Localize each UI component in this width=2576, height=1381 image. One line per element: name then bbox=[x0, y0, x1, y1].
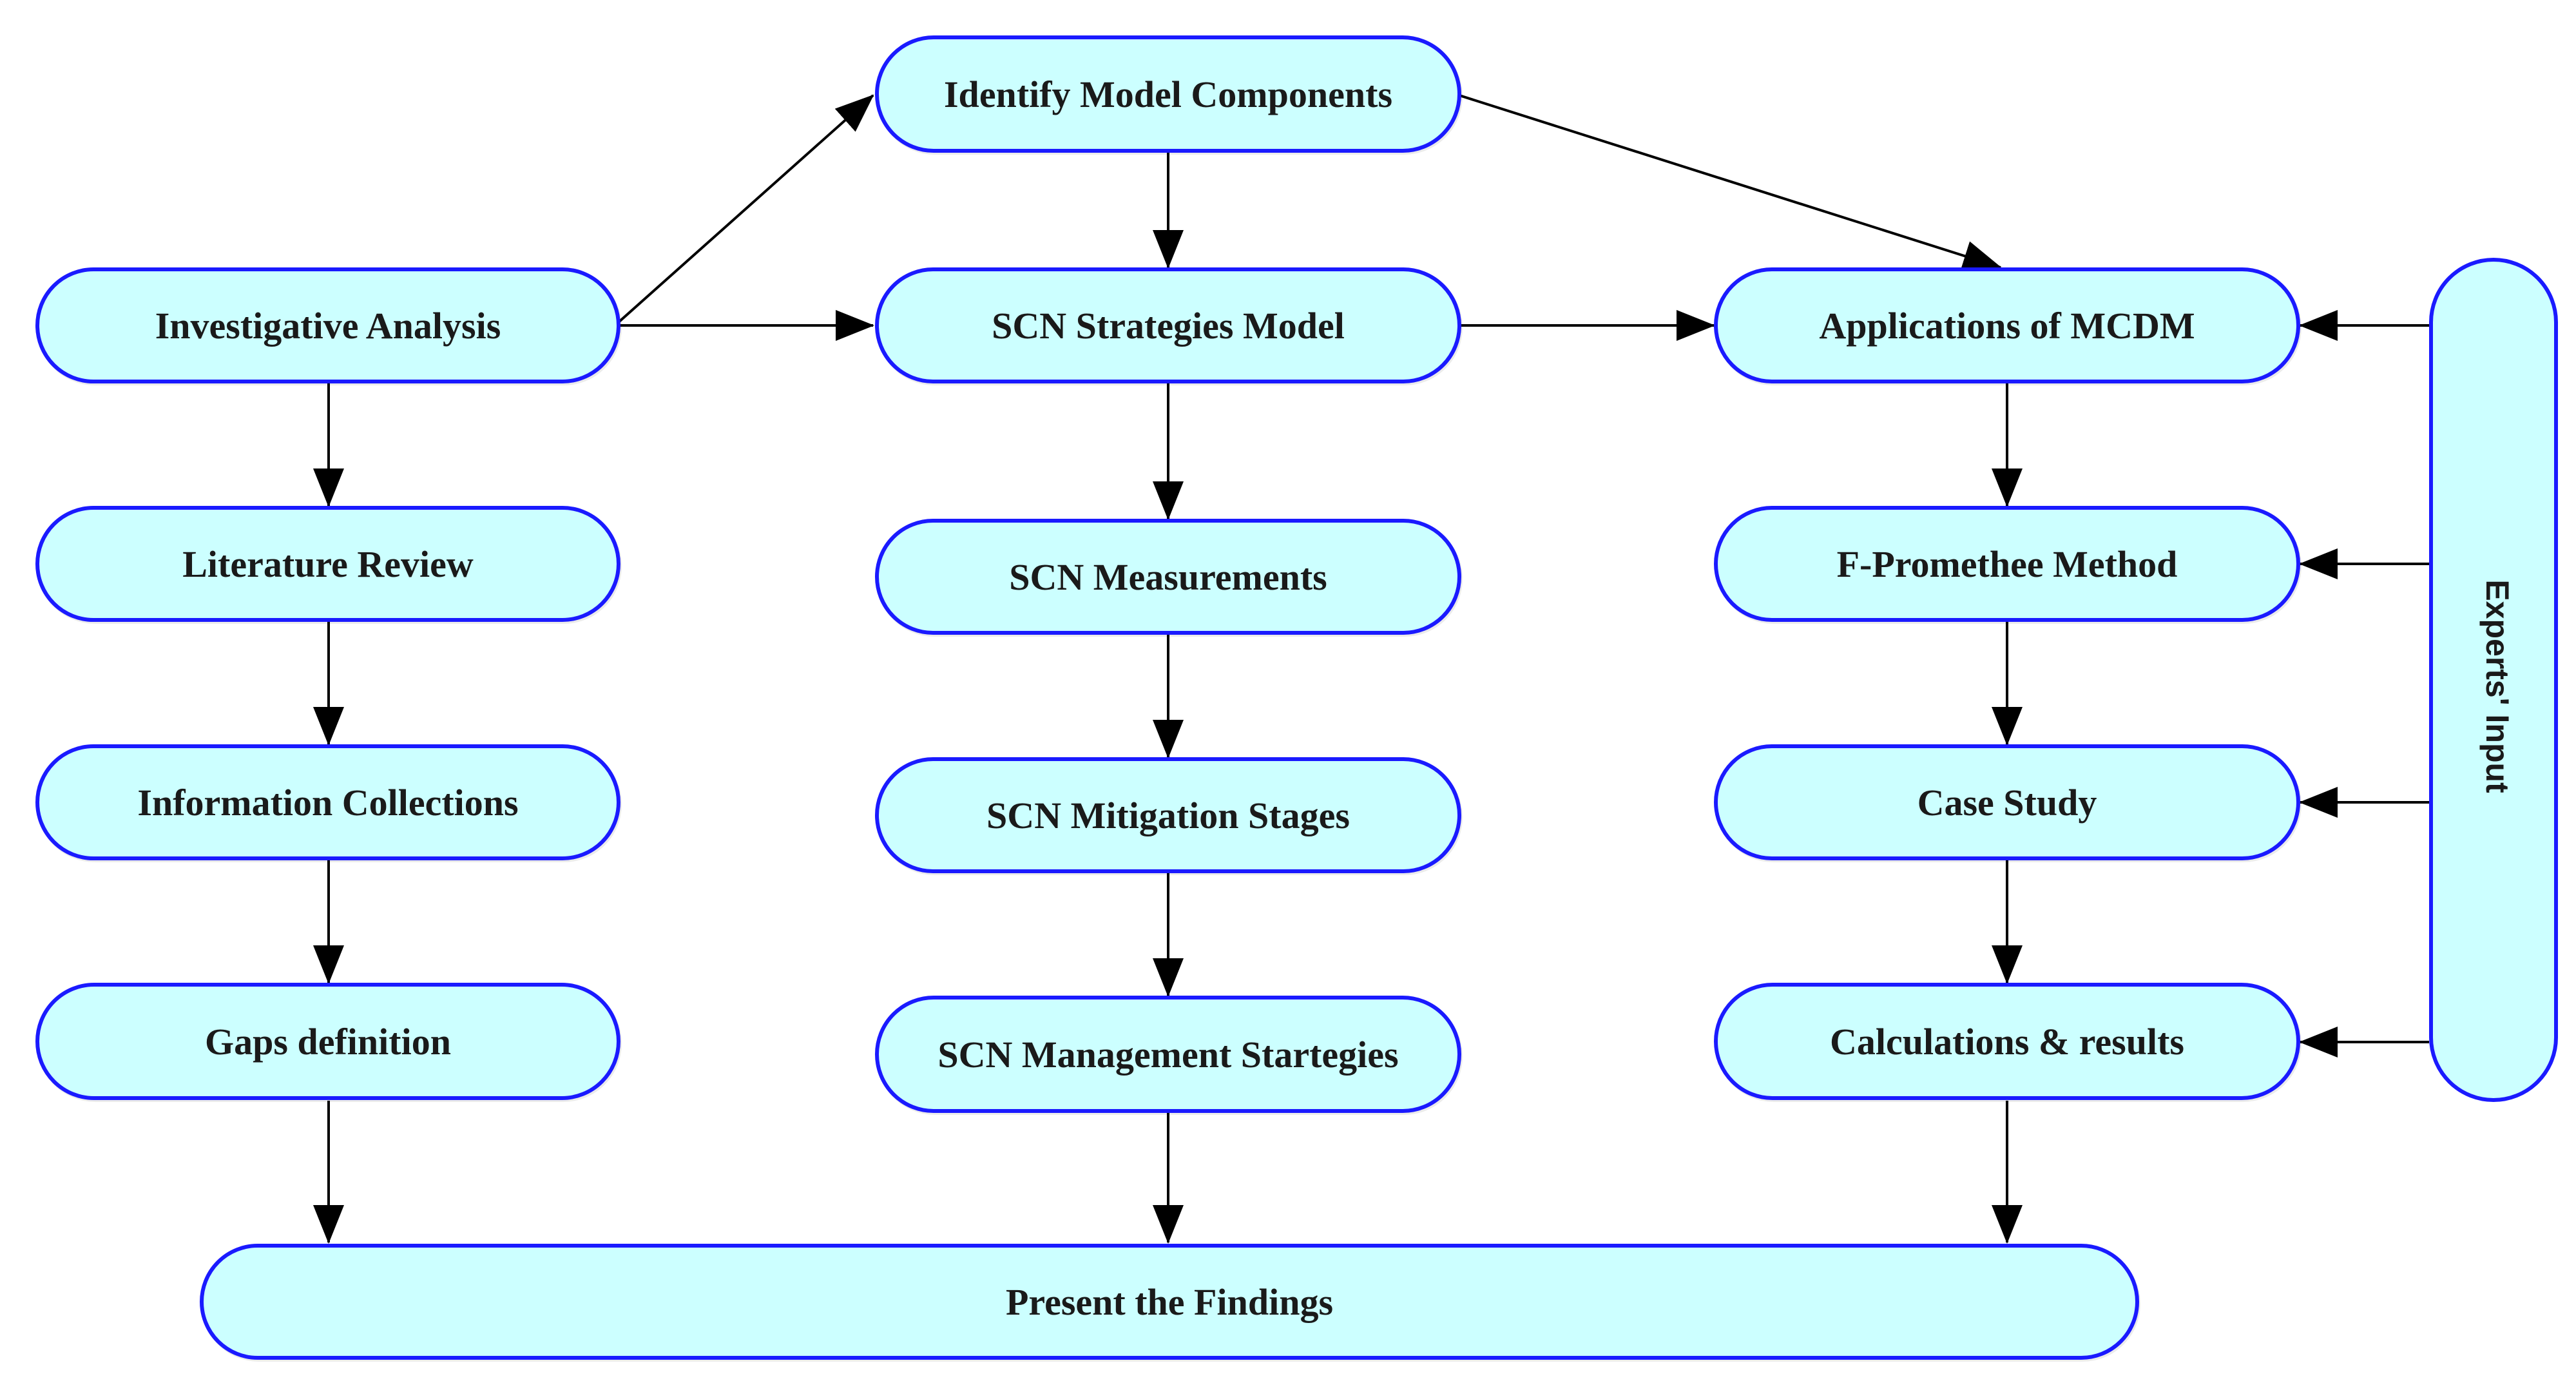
node-literature-review: Literature Review bbox=[35, 506, 620, 622]
node-calculations-results: Calculations & results bbox=[1714, 983, 2300, 1100]
arrow-investigative-to-identify bbox=[617, 94, 874, 324]
node-information-collections: Information Collections bbox=[35, 744, 620, 860]
node-scn-measurements: SCN Measurements bbox=[875, 519, 1461, 635]
node-experts-input: Experts' Input bbox=[2429, 258, 2558, 1102]
node-scn-strategies-model: SCN Strategies Model bbox=[875, 267, 1461, 383]
node-gaps-definition: Gaps definition bbox=[35, 983, 620, 1100]
node-applications-of-mcdm: Applications of MCDM bbox=[1714, 267, 2300, 383]
experts-input-label: Experts' Input bbox=[2479, 579, 2515, 793]
node-identify-model-components: Identify Model Components bbox=[875, 35, 1461, 153]
node-scn-management-startegies: SCN Management Startegies bbox=[875, 996, 1461, 1113]
node-case-study: Case Study bbox=[1714, 744, 2300, 860]
node-present-the-findings: Present the Findings bbox=[200, 1244, 2139, 1360]
node-investigative-analysis: Investigative Analysis bbox=[35, 267, 620, 383]
node-scn-mitigation-stages: SCN Mitigation Stages bbox=[875, 757, 1461, 873]
arrow-identify-to-mcdm bbox=[1459, 94, 2002, 271]
node-f-promethee-method: F-Promethee Method bbox=[1714, 506, 2300, 622]
